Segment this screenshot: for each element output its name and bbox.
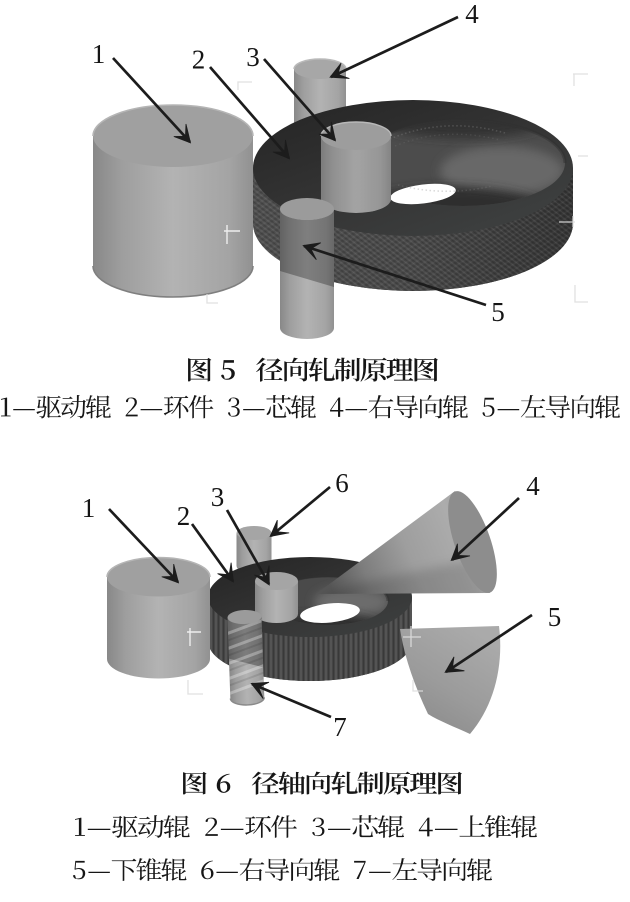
svg-text:1: 1 xyxy=(92,39,106,69)
svg-text:3: 3 xyxy=(246,42,260,72)
svg-text:1: 1 xyxy=(82,493,96,523)
svg-text:2: 2 xyxy=(177,501,191,531)
svg-text:4: 4 xyxy=(465,0,479,29)
svg-text:4: 4 xyxy=(526,471,540,501)
svg-text:3: 3 xyxy=(211,482,225,512)
svg-text:6: 6 xyxy=(335,468,349,498)
svg-text:7: 7 xyxy=(333,712,347,742)
svg-text:2: 2 xyxy=(192,45,206,75)
svg-text:5: 5 xyxy=(548,602,562,632)
svg-text:5: 5 xyxy=(491,297,505,327)
